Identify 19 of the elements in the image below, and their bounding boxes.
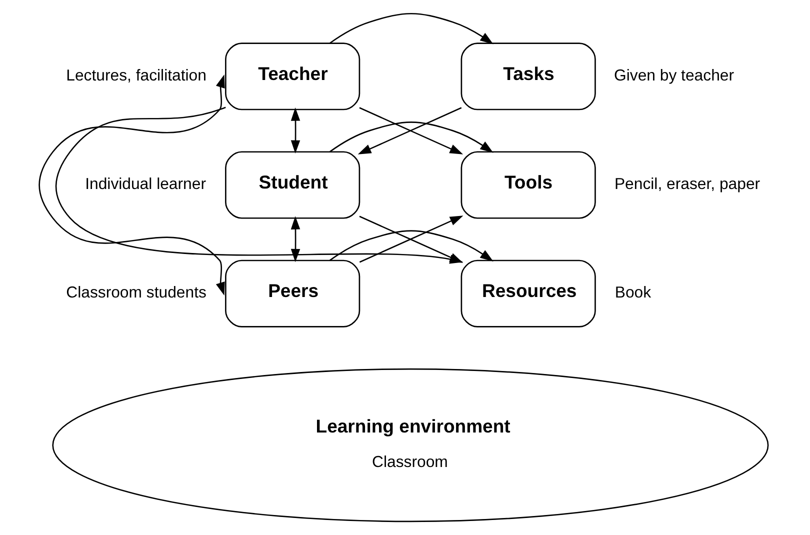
- node-label: Book: [614, 284, 652, 302]
- node-box: Tasks: [460, 42, 596, 110]
- node-label: Classroom students: [66, 284, 206, 302]
- node-box: Teacher: [225, 42, 360, 110]
- node-box: Student: [225, 151, 360, 219]
- arrow: [290, 108, 300, 154]
- node-box: Resources: [460, 260, 596, 328]
- node-label: Lectures, facilitation: [66, 67, 206, 84]
- node-label: Individual learner: [85, 176, 206, 194]
- arrow: [330, 230, 494, 262]
- node-label: Pencil, eraser, paper: [614, 176, 760, 194]
- node-box: Peers: [225, 260, 360, 328]
- arrow: [38, 74, 225, 296]
- arrow: [330, 122, 494, 153]
- node-ellipse: Learning environment Classroom: [52, 368, 769, 522]
- arrow: [330, 12, 494, 44]
- node-box: Tools: [460, 151, 596, 219]
- arrow: [290, 216, 300, 262]
- node-label: Given by teacher: [614, 67, 734, 84]
